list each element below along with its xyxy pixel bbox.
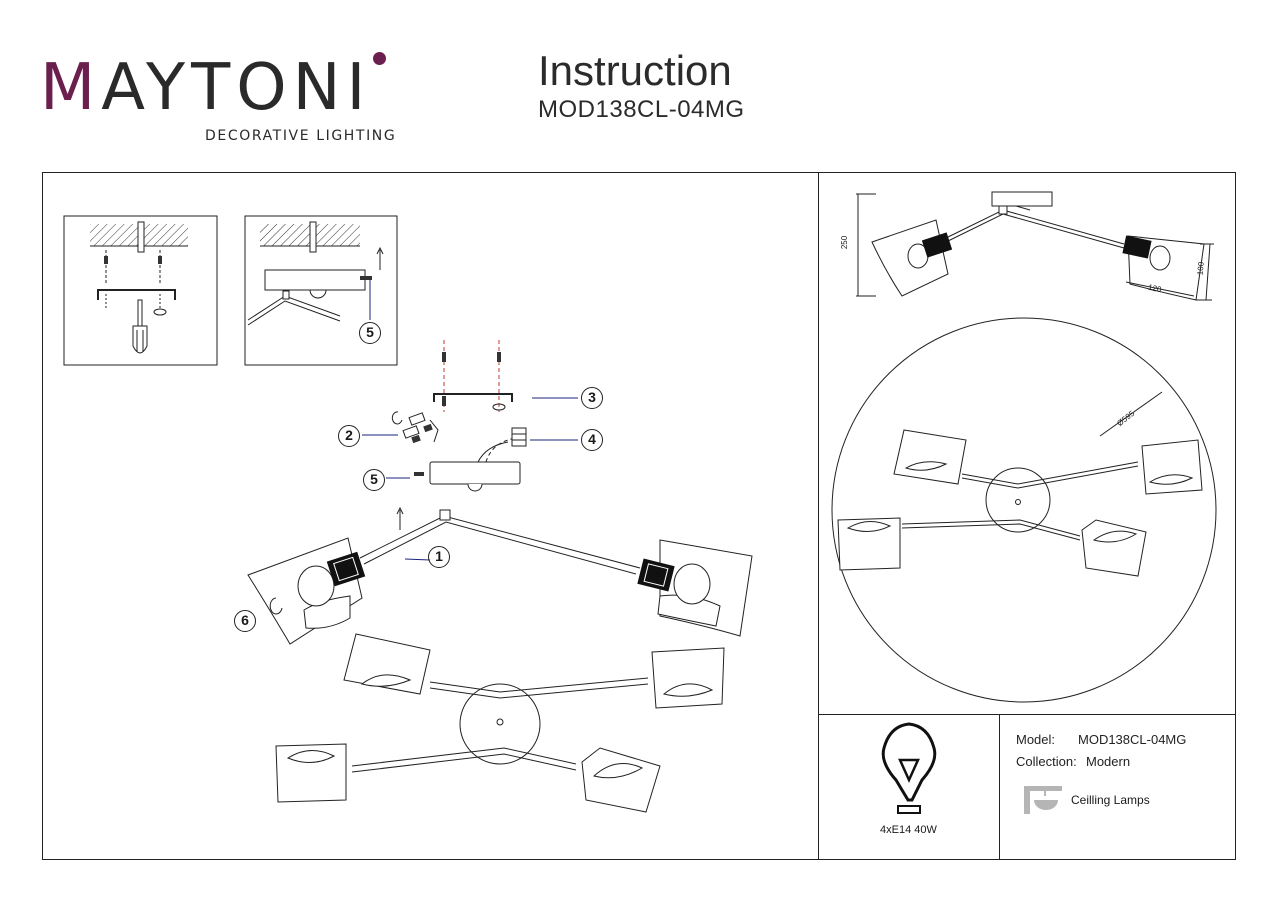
callout-6: 6 bbox=[234, 610, 256, 632]
inset-step-drill bbox=[63, 215, 218, 366]
terminal-block bbox=[477, 427, 578, 463]
collection-value: Modern bbox=[1086, 754, 1131, 769]
divider-vertical bbox=[818, 172, 819, 860]
lamp-side-view bbox=[247, 509, 753, 645]
callout-3: 3 bbox=[581, 387, 603, 409]
lamp-shade-left bbox=[247, 537, 366, 645]
screw-wire-terminals bbox=[362, 411, 439, 444]
inset-step-mount bbox=[244, 215, 398, 366]
dim-height: 250 bbox=[840, 235, 850, 250]
callout-5: 5 bbox=[363, 469, 385, 491]
exploded-assembly bbox=[362, 340, 578, 530]
dimension-side-view bbox=[856, 191, 1214, 301]
page-title: Instruction bbox=[538, 47, 732, 94]
callout-2: 2 bbox=[338, 425, 360, 447]
brand-name: MAYTONI bbox=[40, 51, 372, 125]
brand-dot bbox=[373, 52, 386, 65]
bulb-icon bbox=[881, 722, 937, 814]
callout-1: 1 bbox=[428, 546, 450, 568]
callout-5-inset: 5 bbox=[359, 322, 381, 344]
collection-label: Collection: bbox=[1016, 754, 1077, 769]
dim-shade-height: 100 bbox=[1195, 261, 1206, 276]
brand-logo: MAYTONI DECORATIVE LIGHTING bbox=[40, 51, 395, 148]
dimension-top-view bbox=[831, 317, 1217, 703]
model-label: Model: bbox=[1016, 732, 1056, 747]
lamp-spec: 4xE14 40W bbox=[880, 824, 937, 836]
ceiling-lamp-icon bbox=[1024, 786, 1062, 814]
callout-4: 4 bbox=[581, 429, 603, 451]
lamp-top-view bbox=[275, 633, 725, 813]
model-number: MOD138CL-04MG bbox=[538, 96, 745, 123]
category-label: Ceilling Lamps bbox=[1071, 793, 1150, 807]
divider-horizontal bbox=[818, 714, 1236, 715]
model-value: MOD138CL-04MG bbox=[1078, 732, 1187, 747]
lamp-shade-right bbox=[637, 539, 753, 637]
brand-tagline: DECORATIVE LIGHTING bbox=[205, 128, 397, 144]
divider-info bbox=[999, 714, 1000, 860]
drawing-frame bbox=[42, 172, 1236, 860]
